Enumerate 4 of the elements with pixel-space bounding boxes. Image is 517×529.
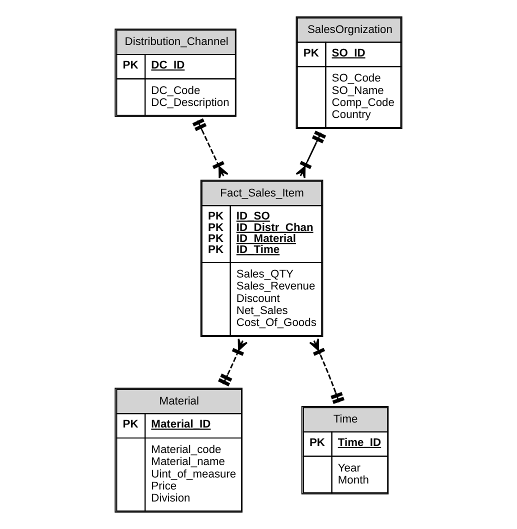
connector [192, 118, 228, 179]
connector [218, 338, 248, 386]
connector [296, 130, 326, 179]
connector [309, 338, 345, 404]
